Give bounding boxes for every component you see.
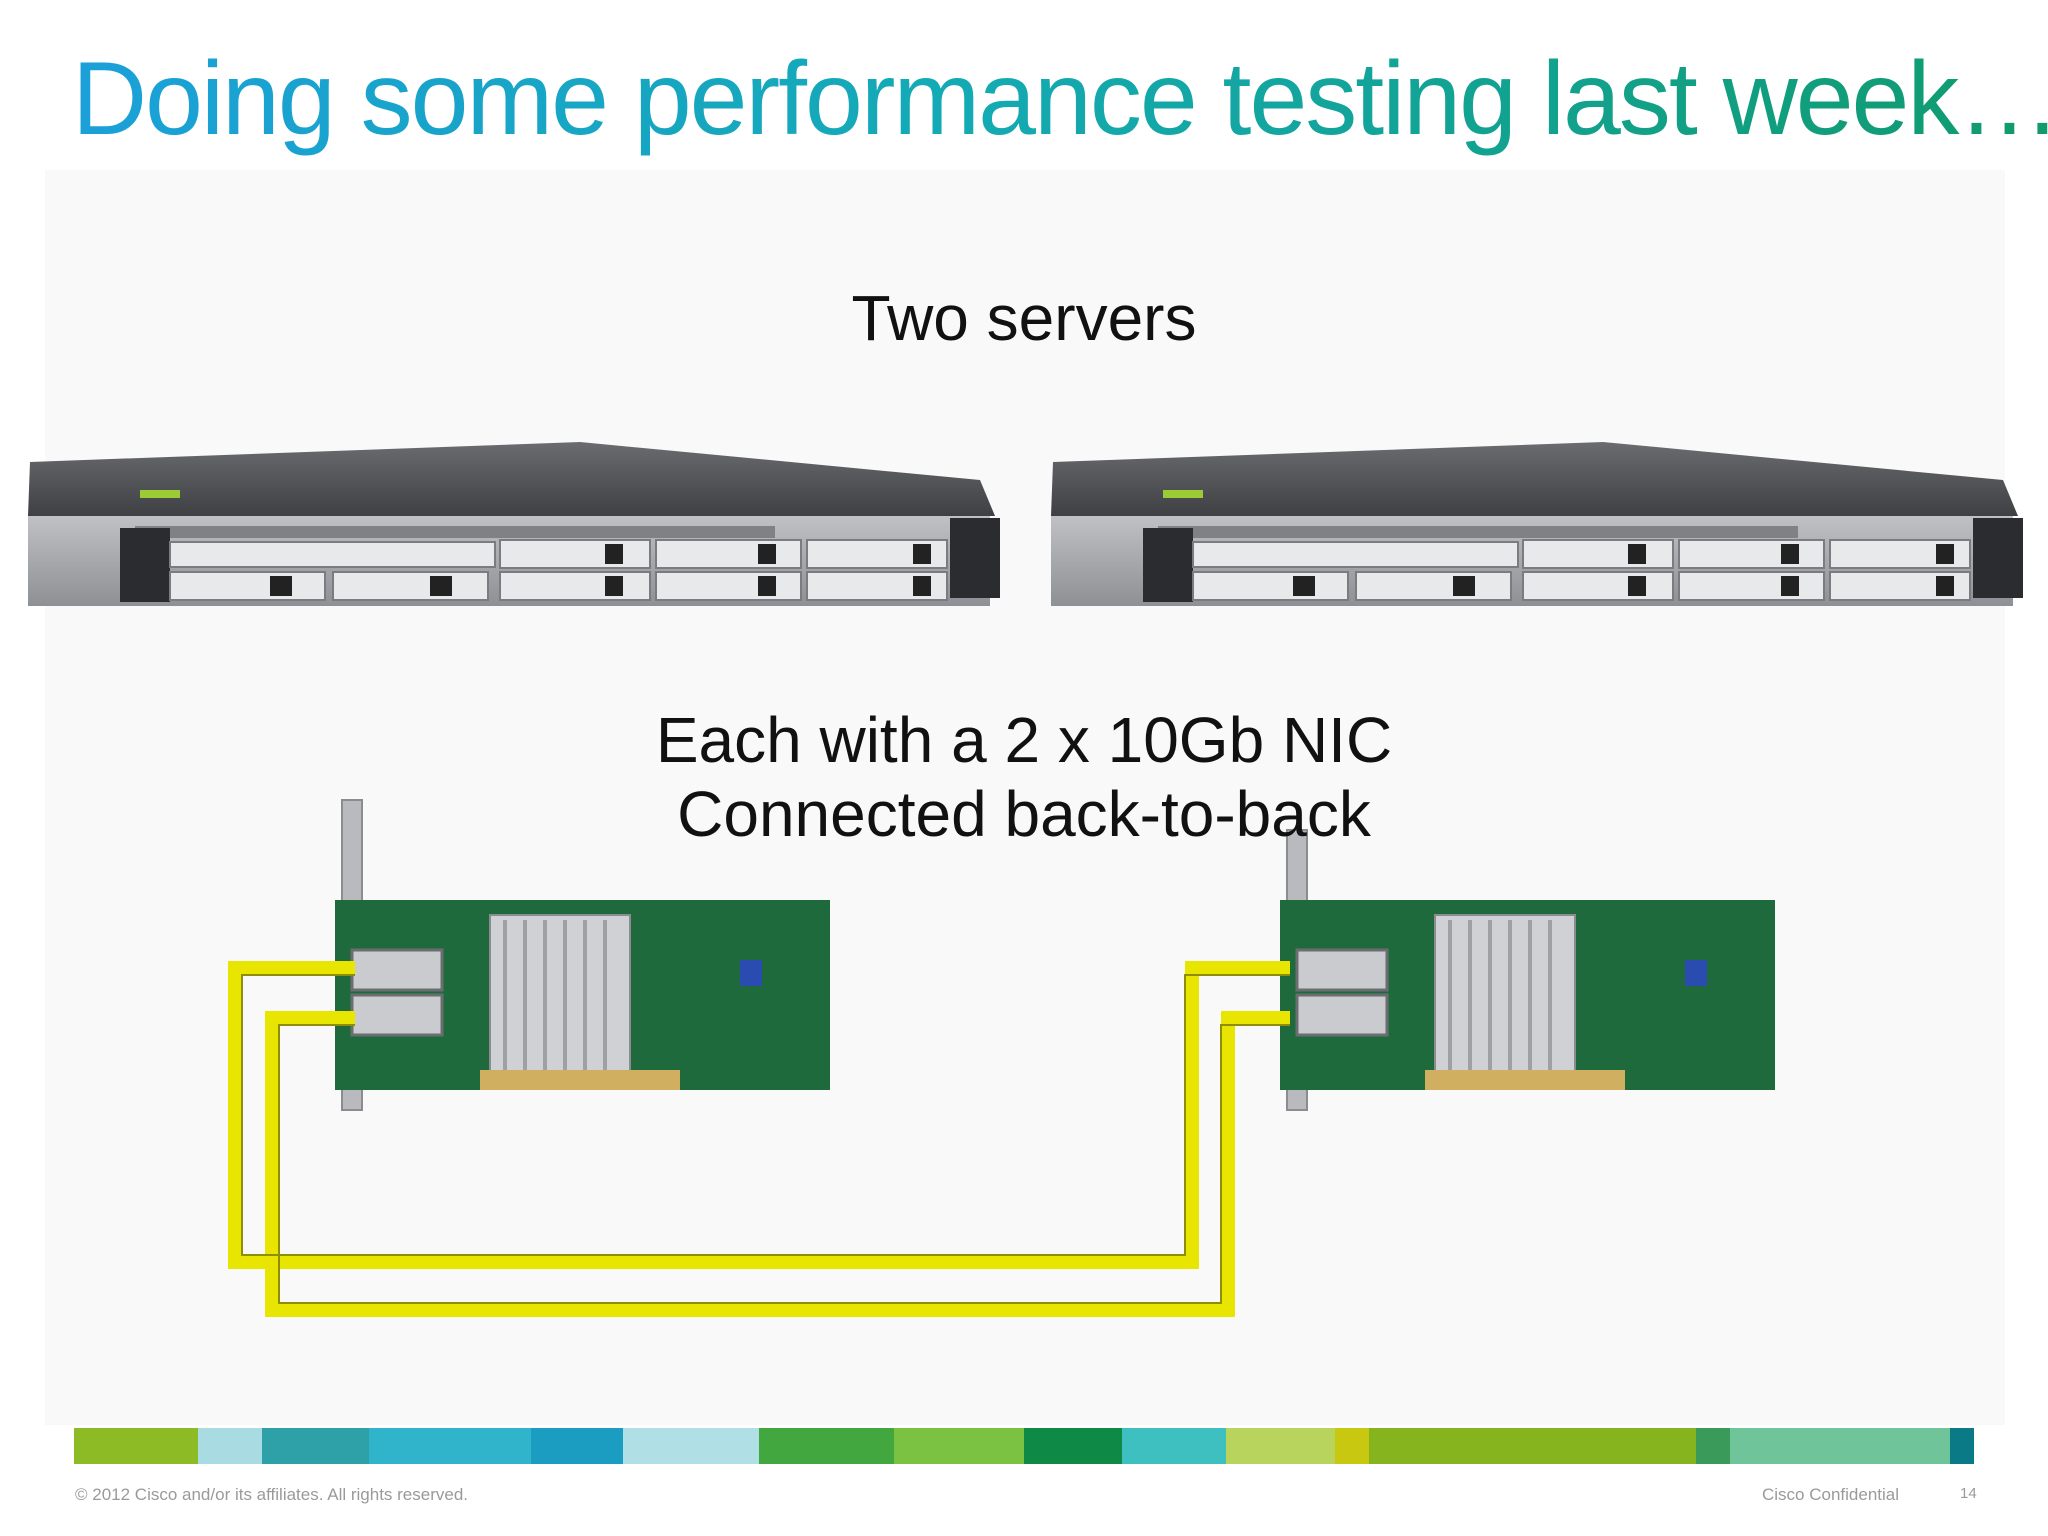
nic-right-image — [1280, 829, 1775, 1111]
color-bar-segment — [758, 1428, 895, 1464]
color-bar-segment — [622, 1428, 759, 1464]
color-bar-segment — [1730, 1428, 1950, 1464]
confidential-label: Cisco Confidential — [1762, 1485, 1900, 1504]
color-bar-segment — [197, 1428, 262, 1464]
slide-title: Doing some performance testing last week… — [72, 40, 2048, 159]
color-bar-segment — [1696, 1428, 1731, 1464]
nic-left-image — [335, 799, 830, 1111]
caption-servers: Two servers — [851, 282, 1197, 354]
copyright-text: © 2012 Cisco and/or its affiliates. All … — [75, 1485, 469, 1504]
caption-connection: Connected back-to-back — [677, 778, 1371, 850]
color-bar-segment — [1335, 1428, 1370, 1464]
color-bar-segment — [1949, 1428, 1974, 1464]
color-bar-segment — [1023, 1428, 1122, 1464]
page-number: 14 — [1960, 1485, 1977, 1502]
color-bar-segment — [261, 1428, 370, 1464]
color-bar-segment — [1225, 1428, 1336, 1464]
color-bar-segment — [531, 1428, 623, 1464]
server-right-image — [1051, 442, 2023, 606]
color-bar-segment — [74, 1428, 198, 1464]
server-left-image — [28, 442, 1000, 606]
color-bar — [74, 1428, 1974, 1464]
color-bar-segment — [1121, 1428, 1226, 1464]
color-bar-segment — [894, 1428, 1024, 1464]
caption-nic: Each with a 2 x 10Gb NIC — [655, 704, 1393, 776]
color-bar-segment — [1369, 1428, 1697, 1464]
content-area — [45, 170, 2005, 1425]
color-bar-segment — [369, 1428, 532, 1464]
